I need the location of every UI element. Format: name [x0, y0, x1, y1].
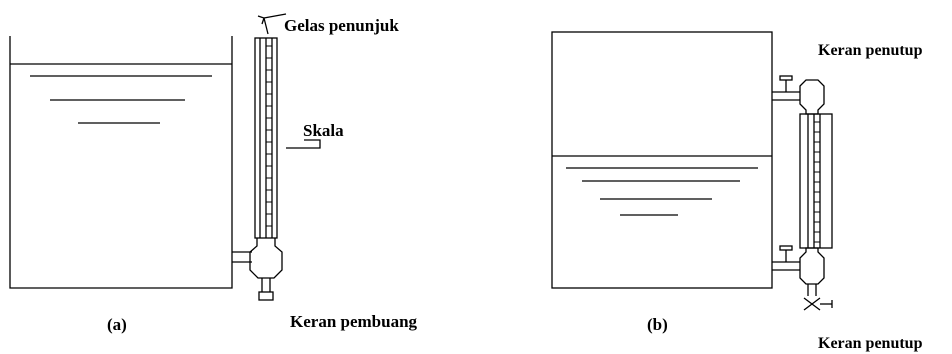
caption-b: (b): [647, 315, 668, 334]
top-valve-label: Keran penutup: [818, 42, 923, 59]
scale-label: Skala: [303, 121, 344, 140]
diagram-b: Keran penutup Keran penutup (b): [551, 31, 923, 352]
drain-valve-label: Keran pembuang: [290, 312, 418, 331]
drain-valve-handle: [258, 291, 274, 301]
pointer-glass-leader: [263, 17, 269, 35]
gauge-glass: [254, 37, 278, 239]
bottom-valve-label: Keran penutup: [818, 335, 923, 352]
pointer-glass-leader-arrow: [257, 15, 265, 25]
closed-tank: [551, 31, 773, 289]
bottom-valve-body: [799, 247, 825, 285]
pointer-glass-label: Gelas penunjuk: [284, 16, 399, 35]
drain-valve-b: [803, 297, 821, 311]
bottom-valve-handle: [779, 245, 793, 251]
top-valve-body: [799, 79, 825, 115]
valve-body: [249, 238, 283, 279]
open-tank: [9, 36, 233, 289]
scale-leader: [286, 139, 321, 149]
top-valve-handle: [779, 75, 793, 81]
gauge-glass-b: [799, 113, 833, 249]
caption-a: (a): [107, 315, 127, 334]
diagram-a: Gelas penunjuk Skala Keran pembuang (a): [9, 13, 418, 334]
